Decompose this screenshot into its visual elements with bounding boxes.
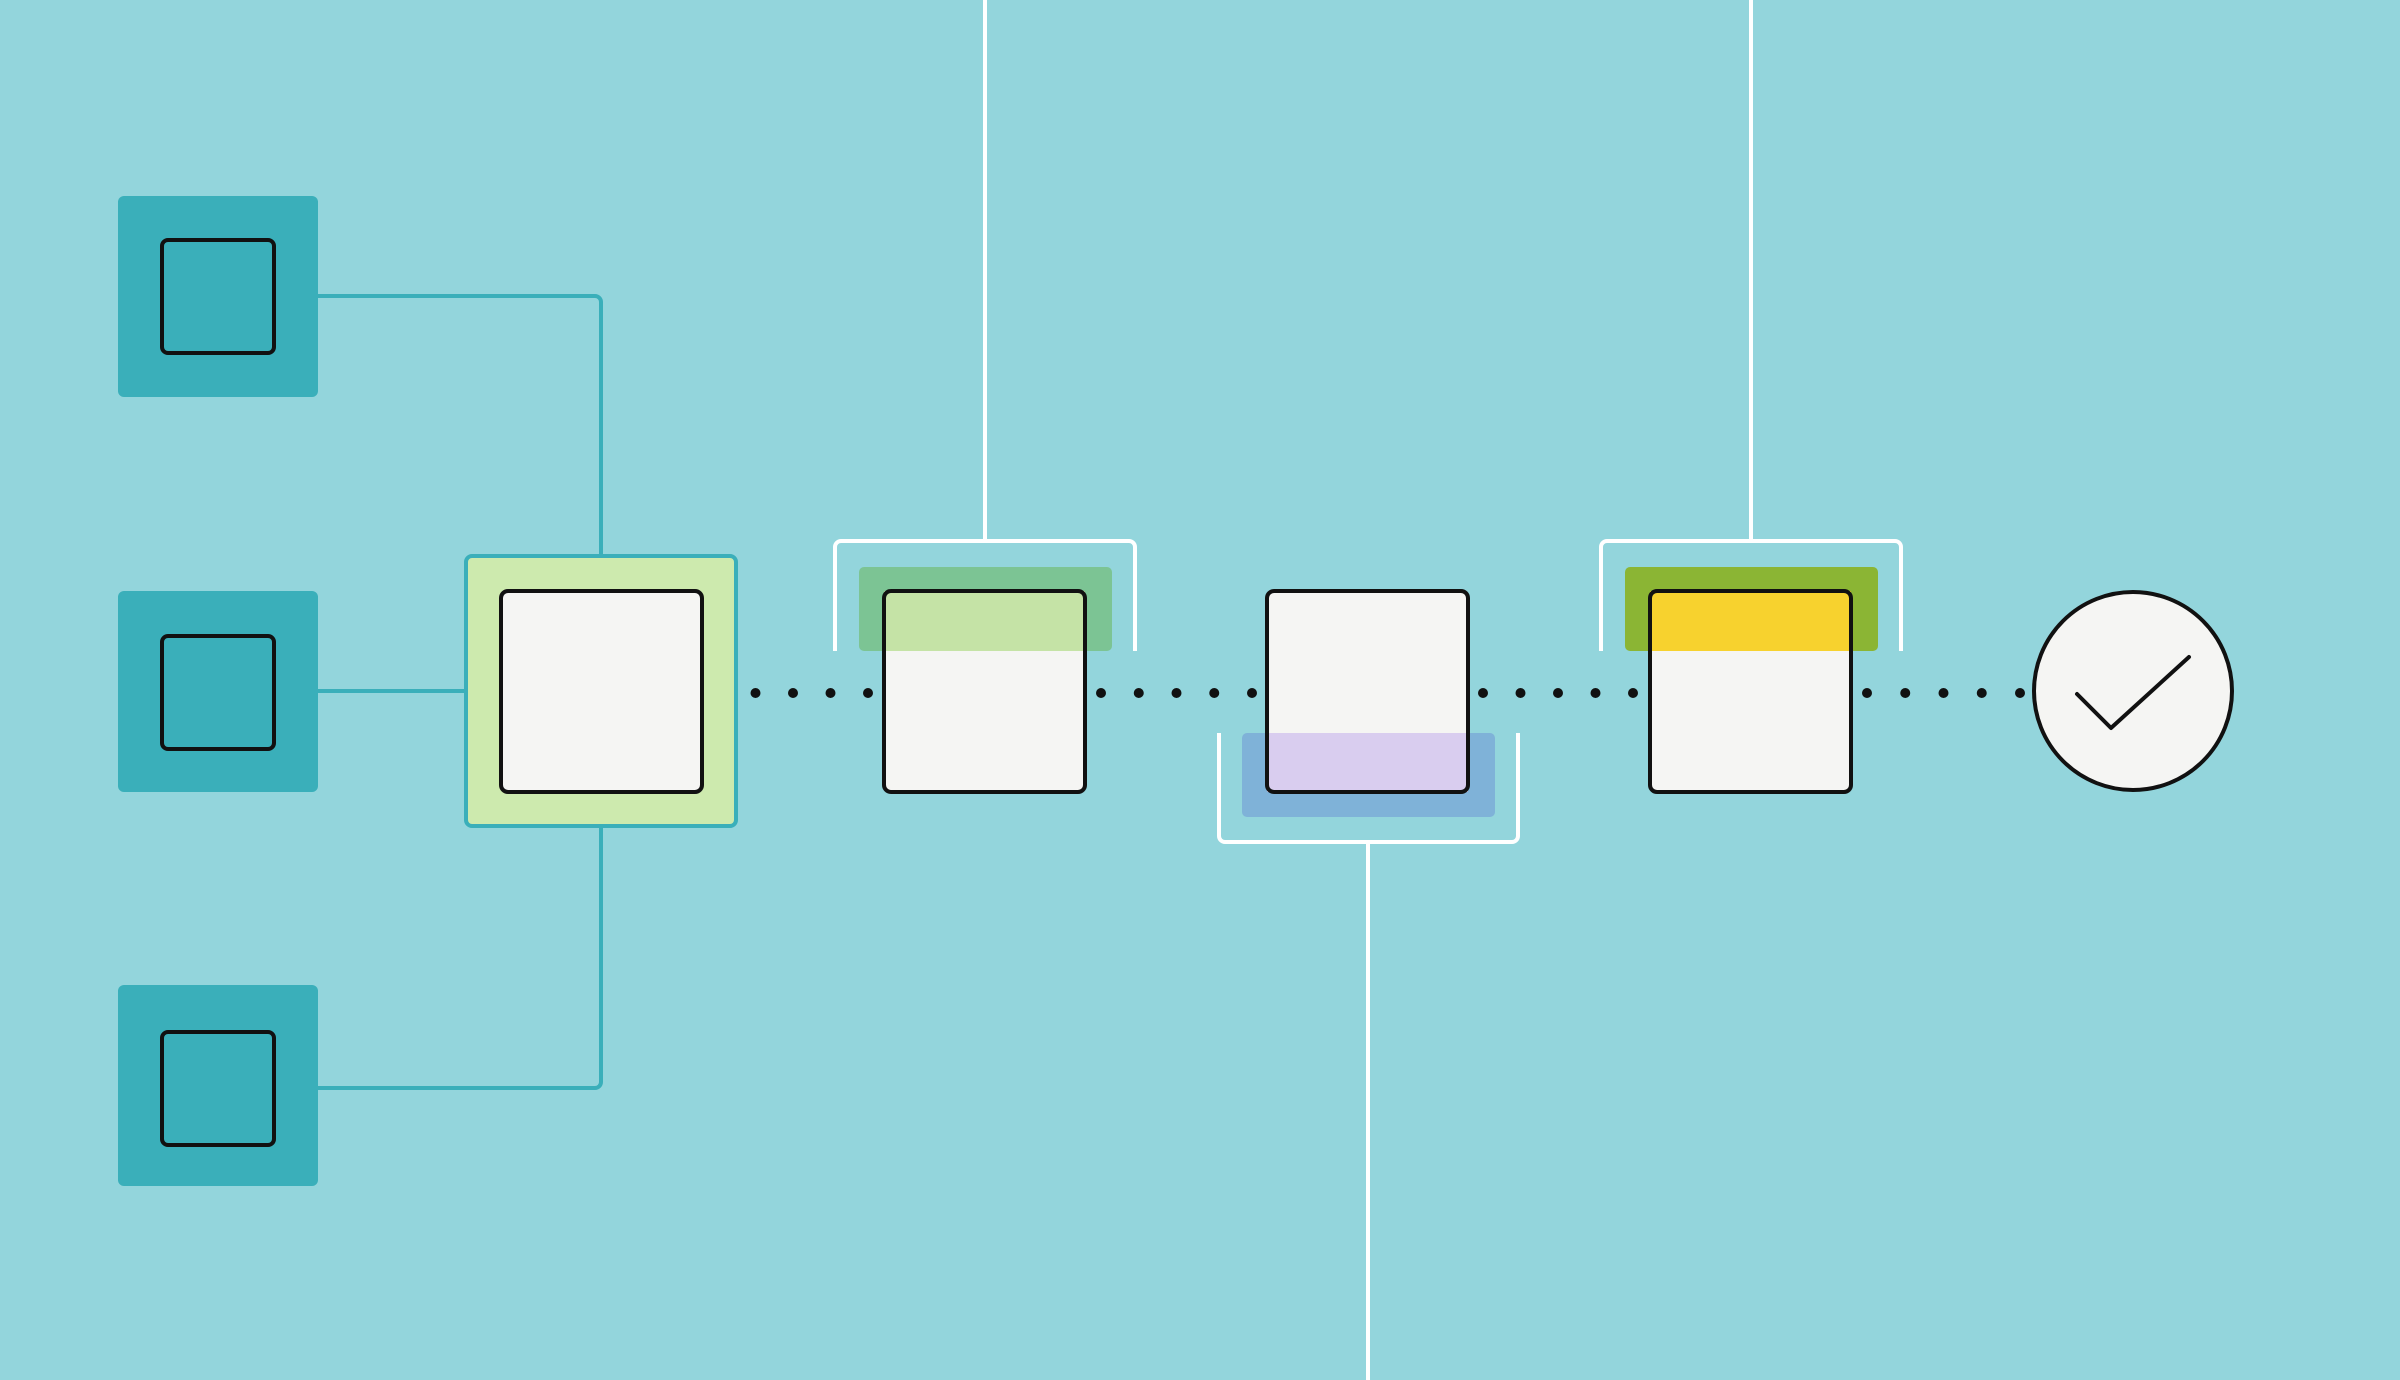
stage-3-overlap bbox=[1650, 591, 1851, 651]
path-dot bbox=[1515, 688, 1526, 698]
path-dot bbox=[1900, 688, 1911, 698]
stage-2-bracket bbox=[1217, 733, 1520, 844]
path-dot bbox=[1628, 688, 1638, 698]
path-dot bbox=[750, 688, 761, 698]
path-dot bbox=[1553, 688, 1563, 698]
source-tile bbox=[118, 985, 318, 1186]
path-dot bbox=[1133, 688, 1144, 698]
path-dot bbox=[1478, 688, 1488, 698]
path-dot bbox=[863, 688, 873, 698]
stage-1-overlap bbox=[884, 591, 1085, 651]
path-dot bbox=[2015, 688, 2025, 698]
source-tile bbox=[118, 591, 318, 792]
source-connectors bbox=[317, 294, 603, 1090]
path-dot bbox=[1209, 688, 1220, 698]
path-dot bbox=[1247, 688, 1257, 698]
stage-3 bbox=[1599, 539, 1903, 794]
path-dot bbox=[788, 688, 798, 698]
stage-2-overlap bbox=[1267, 733, 1468, 792]
path-dot bbox=[1590, 688, 1601, 698]
path-dot bbox=[1862, 688, 1872, 698]
path-dot bbox=[1938, 688, 1949, 698]
node-box bbox=[1265, 589, 1470, 794]
stage-3-bracket bbox=[1599, 539, 1903, 651]
connector-bottom bbox=[317, 826, 603, 1090]
square-icon bbox=[160, 634, 276, 751]
stage-1 bbox=[833, 539, 1137, 794]
square-icon bbox=[160, 1030, 276, 1147]
node-box bbox=[882, 589, 1087, 794]
stage-1-bracket bbox=[833, 539, 1137, 651]
connector-top bbox=[317, 294, 603, 556]
source-tile bbox=[118, 196, 318, 397]
path-dot bbox=[825, 688, 836, 698]
square-icon bbox=[160, 238, 276, 355]
path-dot bbox=[1171, 688, 1182, 698]
selected-node bbox=[464, 554, 738, 828]
path-dot bbox=[1096, 688, 1106, 698]
stage-2 bbox=[1217, 589, 1520, 844]
path-dot bbox=[1976, 688, 1987, 698]
node-box bbox=[499, 589, 704, 794]
completion-circle bbox=[2032, 590, 2234, 792]
checkmark-icon bbox=[2075, 655, 2191, 730]
dotted-path bbox=[713, 688, 2025, 698]
rail-lines bbox=[983, 0, 1753, 1380]
completion-node bbox=[2032, 590, 2234, 792]
node-box bbox=[1648, 589, 1853, 794]
